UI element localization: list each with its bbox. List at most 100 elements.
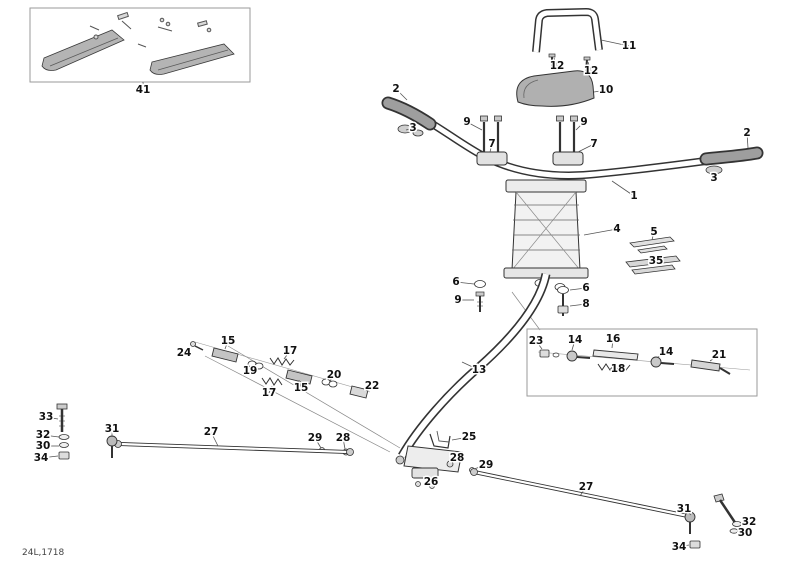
callout-leader [553, 57, 558, 67]
callout-5: 5 [650, 226, 657, 238]
handlebar-pad [516, 70, 595, 107]
callout-30: 30 [738, 527, 753, 539]
callout-20: 20 [327, 369, 342, 381]
callout-leader [329, 374, 335, 382]
callout-14: 14 [568, 334, 583, 346]
callout-15: 15 [294, 382, 309, 394]
callout-leader [652, 260, 657, 266]
right-rod-hardware [689, 493, 742, 549]
callout-28: 28 [450, 452, 465, 464]
callout-leader [600, 39, 630, 47]
callout-leader [183, 346, 192, 354]
callout-7: 7 [590, 138, 597, 150]
callout-13: 13 [472, 364, 487, 376]
callout-leader [657, 351, 667, 358]
callout-34: 34 [672, 541, 687, 553]
callout-leader [593, 89, 607, 93]
callout-leader [473, 464, 487, 470]
callout-22: 22 [365, 380, 380, 392]
callout-leader [395, 88, 408, 101]
ski-hardware-icon [89, 11, 212, 48]
steering-column [503, 179, 589, 331]
callout-leader [405, 127, 414, 131]
riser-clamps [476, 115, 584, 166]
callout-31: 31 [677, 503, 692, 515]
callout-14: 14 [659, 346, 674, 358]
callout-19: 19 [243, 365, 258, 377]
callout-9: 9 [463, 116, 470, 128]
callout-25: 25 [462, 431, 477, 443]
callout-leader [535, 340, 543, 350]
callout-leader [298, 379, 302, 389]
callout-leader [611, 366, 619, 370]
tie-rod-end-parts-box [526, 328, 758, 397]
tie-rods [56, 403, 742, 549]
callout-leader [42, 434, 60, 438]
callout-8: 8 [582, 298, 589, 310]
inset-box-skis [29, 7, 251, 83]
callout-leader [268, 385, 273, 394]
callout-31: 31 [105, 423, 120, 435]
steering-shaft [395, 272, 551, 465]
callout-6: 6 [452, 276, 459, 288]
callout-27: 27 [579, 481, 594, 493]
callout-29: 29 [308, 432, 323, 444]
callout-21: 21 [712, 349, 727, 361]
callout-41: 41 [136, 84, 151, 96]
callout-leader [365, 385, 373, 392]
callout-leader [569, 303, 587, 307]
grab-handle [532, 7, 603, 72]
callout-leader [651, 231, 655, 241]
support-plates [625, 236, 681, 275]
callout-leader [461, 361, 480, 371]
callout-leader [450, 457, 458, 463]
bar-end-left [397, 124, 424, 137]
callout-leader [611, 338, 614, 349]
callout-3: 3 [710, 172, 717, 184]
callout-4: 4 [613, 223, 620, 235]
callout-leader [569, 287, 587, 291]
callout-7: 7 [488, 138, 495, 150]
callout-leader [611, 180, 635, 197]
callout-29: 29 [479, 459, 494, 471]
callout-leader [224, 340, 229, 350]
callout-leader [746, 132, 749, 149]
callout-1: 1 [630, 190, 637, 202]
callout-26: 26 [424, 476, 439, 488]
callout-10: 10 [599, 84, 614, 96]
callout-leader [583, 228, 618, 236]
callout-leader [678, 544, 690, 548]
left-rod-hardware [56, 403, 118, 460]
callout-18: 18 [611, 363, 626, 375]
column-fasteners [474, 280, 569, 316]
callout-2: 2 [743, 127, 750, 139]
left-grip [381, 96, 437, 131]
callout-28: 28 [336, 432, 351, 444]
callout-24: 24 [177, 347, 192, 359]
callout-leader [466, 121, 483, 131]
callout-leader [577, 143, 595, 153]
callout-15: 15 [221, 335, 236, 347]
callout-34: 34 [34, 452, 49, 464]
callout-17: 17 [262, 387, 277, 399]
callout-leader [342, 437, 346, 450]
left-parts-cluster [190, 341, 401, 453]
callout-9: 9 [580, 116, 587, 128]
callout-leader [579, 486, 587, 497]
callout-leader [283, 350, 291, 360]
callout-32: 32 [36, 429, 51, 441]
callout-3: 3 [409, 122, 416, 134]
callout-leader [455, 281, 475, 285]
callout-16: 16 [606, 333, 621, 345]
callout-leader [489, 143, 493, 153]
callout-6: 6 [582, 282, 589, 294]
callout-12: 12 [584, 65, 599, 77]
callout-11: 11 [622, 40, 637, 52]
callout-2: 2 [392, 83, 399, 95]
callout-23: 23 [529, 335, 544, 347]
callout-27: 27 [204, 426, 219, 438]
callout-9: 9 [454, 294, 461, 306]
callout-30: 30 [36, 440, 51, 452]
